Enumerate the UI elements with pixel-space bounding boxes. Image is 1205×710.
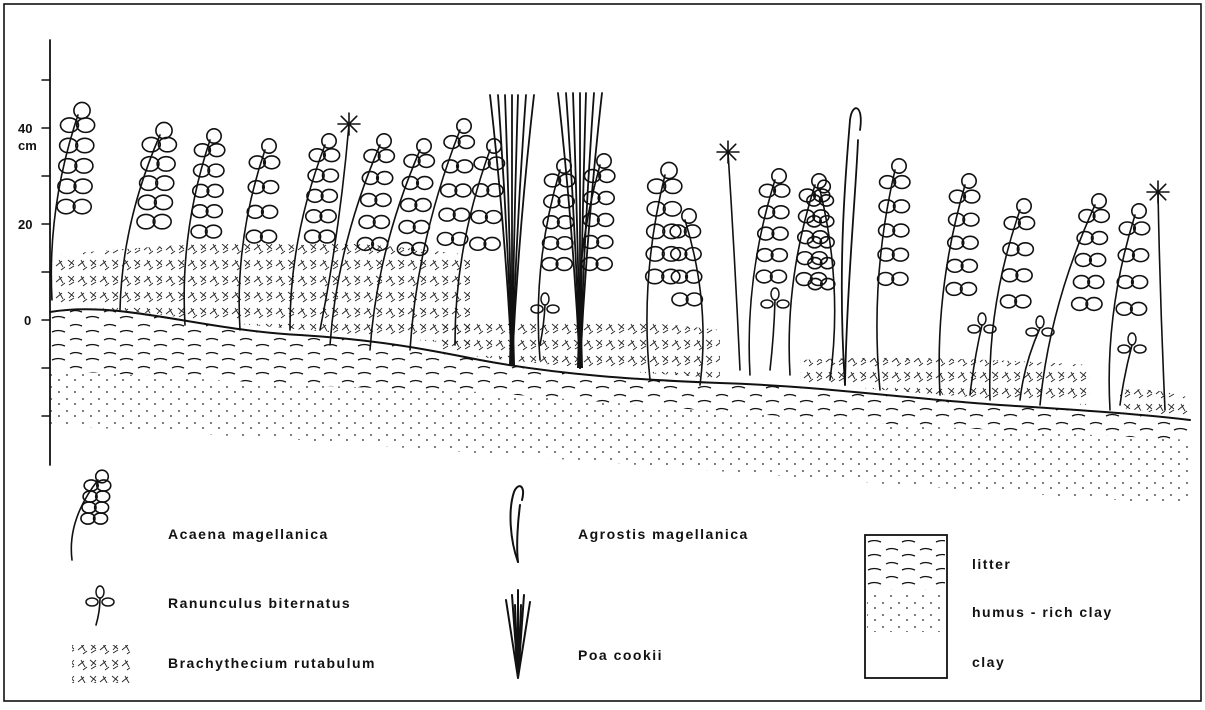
tick-label-0: 0 [24,313,31,328]
legend-label-brachythecium: Brachythecium rutabulum [168,655,376,671]
substrate-key-box [865,535,947,678]
tick-label-40: 40 [18,121,32,136]
brachythecium-rutabulum-icon [72,645,130,683]
legend-label-clay: clay [972,654,1005,670]
legend: Acaena magellanica Ranunculus biternatus… [71,470,1112,683]
acaena-magellanica-plant [71,470,110,560]
poa-cookii-icon [506,590,530,678]
ranunculus-biternatus-plant [761,288,789,370]
legend-label-humus-rich-clay: humus - rich clay [972,604,1113,620]
acaena-magellanica-plant [1109,204,1150,410]
legend-label-acaena: Acaena magellanica [168,526,329,542]
vertical-axis: 40 cm 20 0 [18,40,50,465]
ranunculus-biternatus-icon [86,586,114,625]
acaena-magellanica-plant [749,169,790,375]
acaena-magellanica-plant [877,159,910,390]
legend-label-poa: Poa cookii [578,647,663,663]
tick-label-20: 20 [18,217,32,232]
axis-unit-label: cm [18,138,37,153]
ranunculus-biternatus-plant [86,586,114,625]
legend-label-litter: litter [972,556,1011,572]
acaena-magellanica-icon [71,470,110,560]
legend-label-agrostis: Agrostis magellanica [578,526,749,542]
agrostis-magellanica-plant [842,108,861,385]
agrostis-magellanica-icon [511,486,524,562]
legend-label-ranunculus: Ranunculus biternatus [168,595,351,611]
